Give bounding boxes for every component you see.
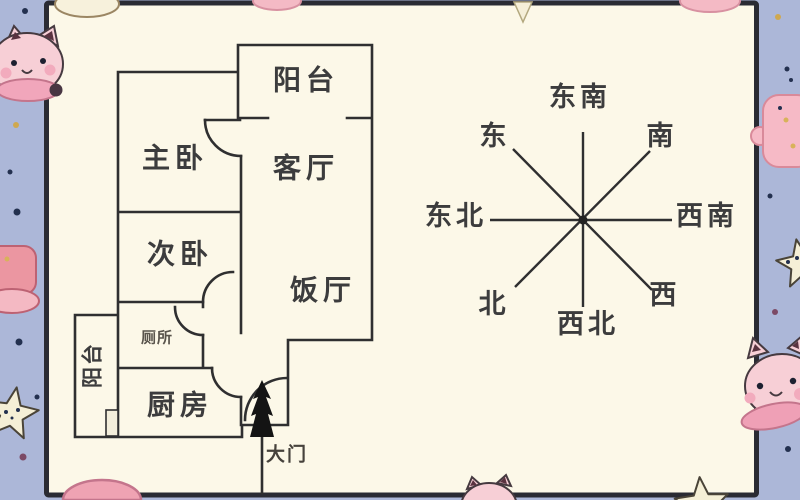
floorplan — [73, 43, 374, 495]
compass-lower-left: 北 — [479, 289, 510, 319]
compass-lower-right: 西 — [650, 280, 681, 310]
label-kitchen: 厨房 — [147, 389, 213, 421]
bun-icon-top-left — [54, 0, 120, 18]
compass-bottom: 西北 — [557, 309, 619, 339]
entrance-arrow-icon — [250, 380, 274, 437]
star-icon-bottom — [673, 476, 729, 500]
cat-icon-left — [0, 24, 64, 102]
cat-icon-bottom — [461, 473, 517, 500]
door-swing-arcs — [173, 118, 289, 422]
pink-disc-icon-top — [252, 0, 302, 11]
star-point-icon-top — [512, 1, 534, 24]
balcony-fixture — [105, 409, 119, 437]
label-side-balcony: 阳台 — [81, 342, 105, 388]
cat-icon-right — [740, 336, 800, 431]
teacup-icon-left — [0, 245, 40, 314]
label-master-bedroom: 主卧 — [142, 143, 208, 174]
star-icon-right — [775, 238, 800, 288]
compass-upper-right: 南 — [647, 121, 678, 151]
compass-top: 东南 — [549, 81, 611, 112]
polka-dots-left — [7, 8, 40, 461]
compass: 东南 东 南 东北 西南 北 西 西北 — [425, 81, 738, 339]
compass-right: 西南 — [676, 201, 738, 231]
label-second-bedroom: 次卧 — [147, 239, 213, 270]
bun-icon-bottom-left — [61, 478, 143, 500]
label-toilet: 厕所 — [141, 330, 173, 347]
compass-upper-left: 东 — [480, 120, 511, 151]
label-dining-room: 饭厅 — [290, 275, 356, 306]
floorplan-labels: 阳台 主卧 客厅 次卧 饭厅 厕所 厨房 阳台 大门 — [81, 64, 356, 466]
bread-icon-right — [750, 94, 800, 168]
label-entrance: 大门 — [266, 443, 308, 466]
star-icon-left — [0, 386, 40, 440]
label-living-room: 客厅 — [273, 152, 339, 184]
polka-dots-right — [767, 14, 793, 452]
label-balcony-top: 阳台 — [273, 64, 339, 96]
compass-center-dot — [578, 215, 588, 225]
compass-left: 东北 — [425, 200, 487, 231]
pink-arc-icon-top — [679, 0, 741, 13]
panel-frame — [44, 0, 759, 498]
